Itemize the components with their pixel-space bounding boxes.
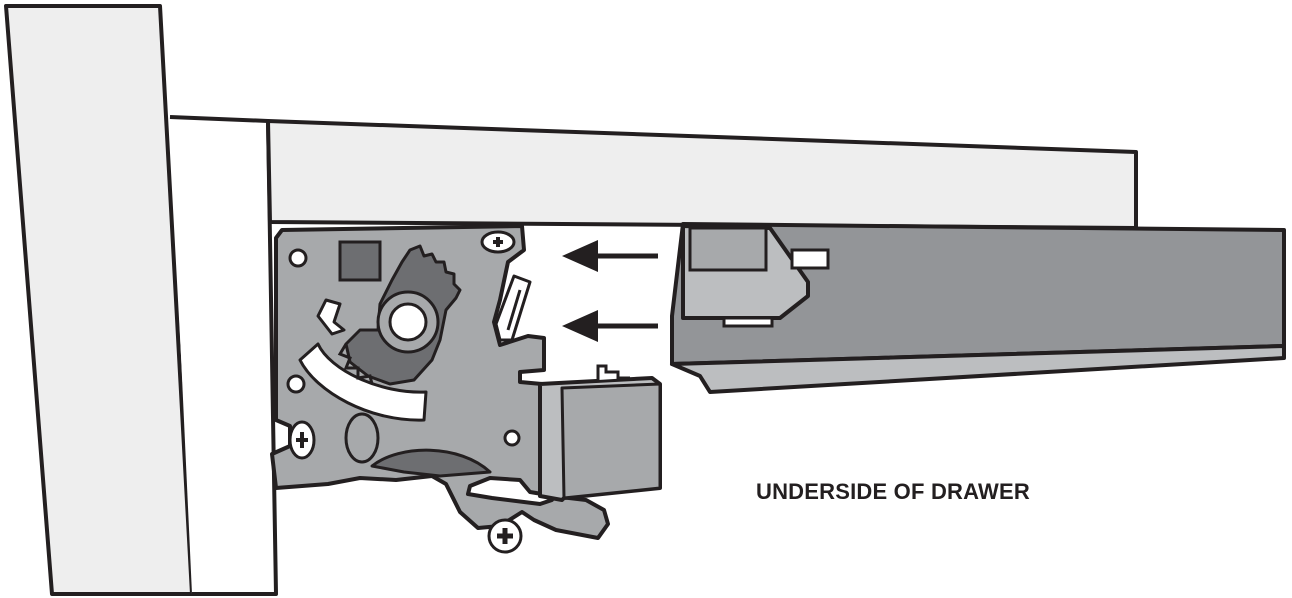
left-arrow-icon (562, 310, 658, 342)
door-panel (4, 4, 194, 596)
diagram-caption: UNDERSIDE OF DRAWER (756, 479, 1030, 504)
catch-block (538, 364, 662, 502)
cabinet-wall (169, 115, 278, 596)
left-arrow-icon (562, 240, 658, 272)
drawer-slide-rail (670, 222, 1286, 394)
latch-mechanism (270, 224, 610, 554)
drawer-board (266, 119, 1138, 230)
